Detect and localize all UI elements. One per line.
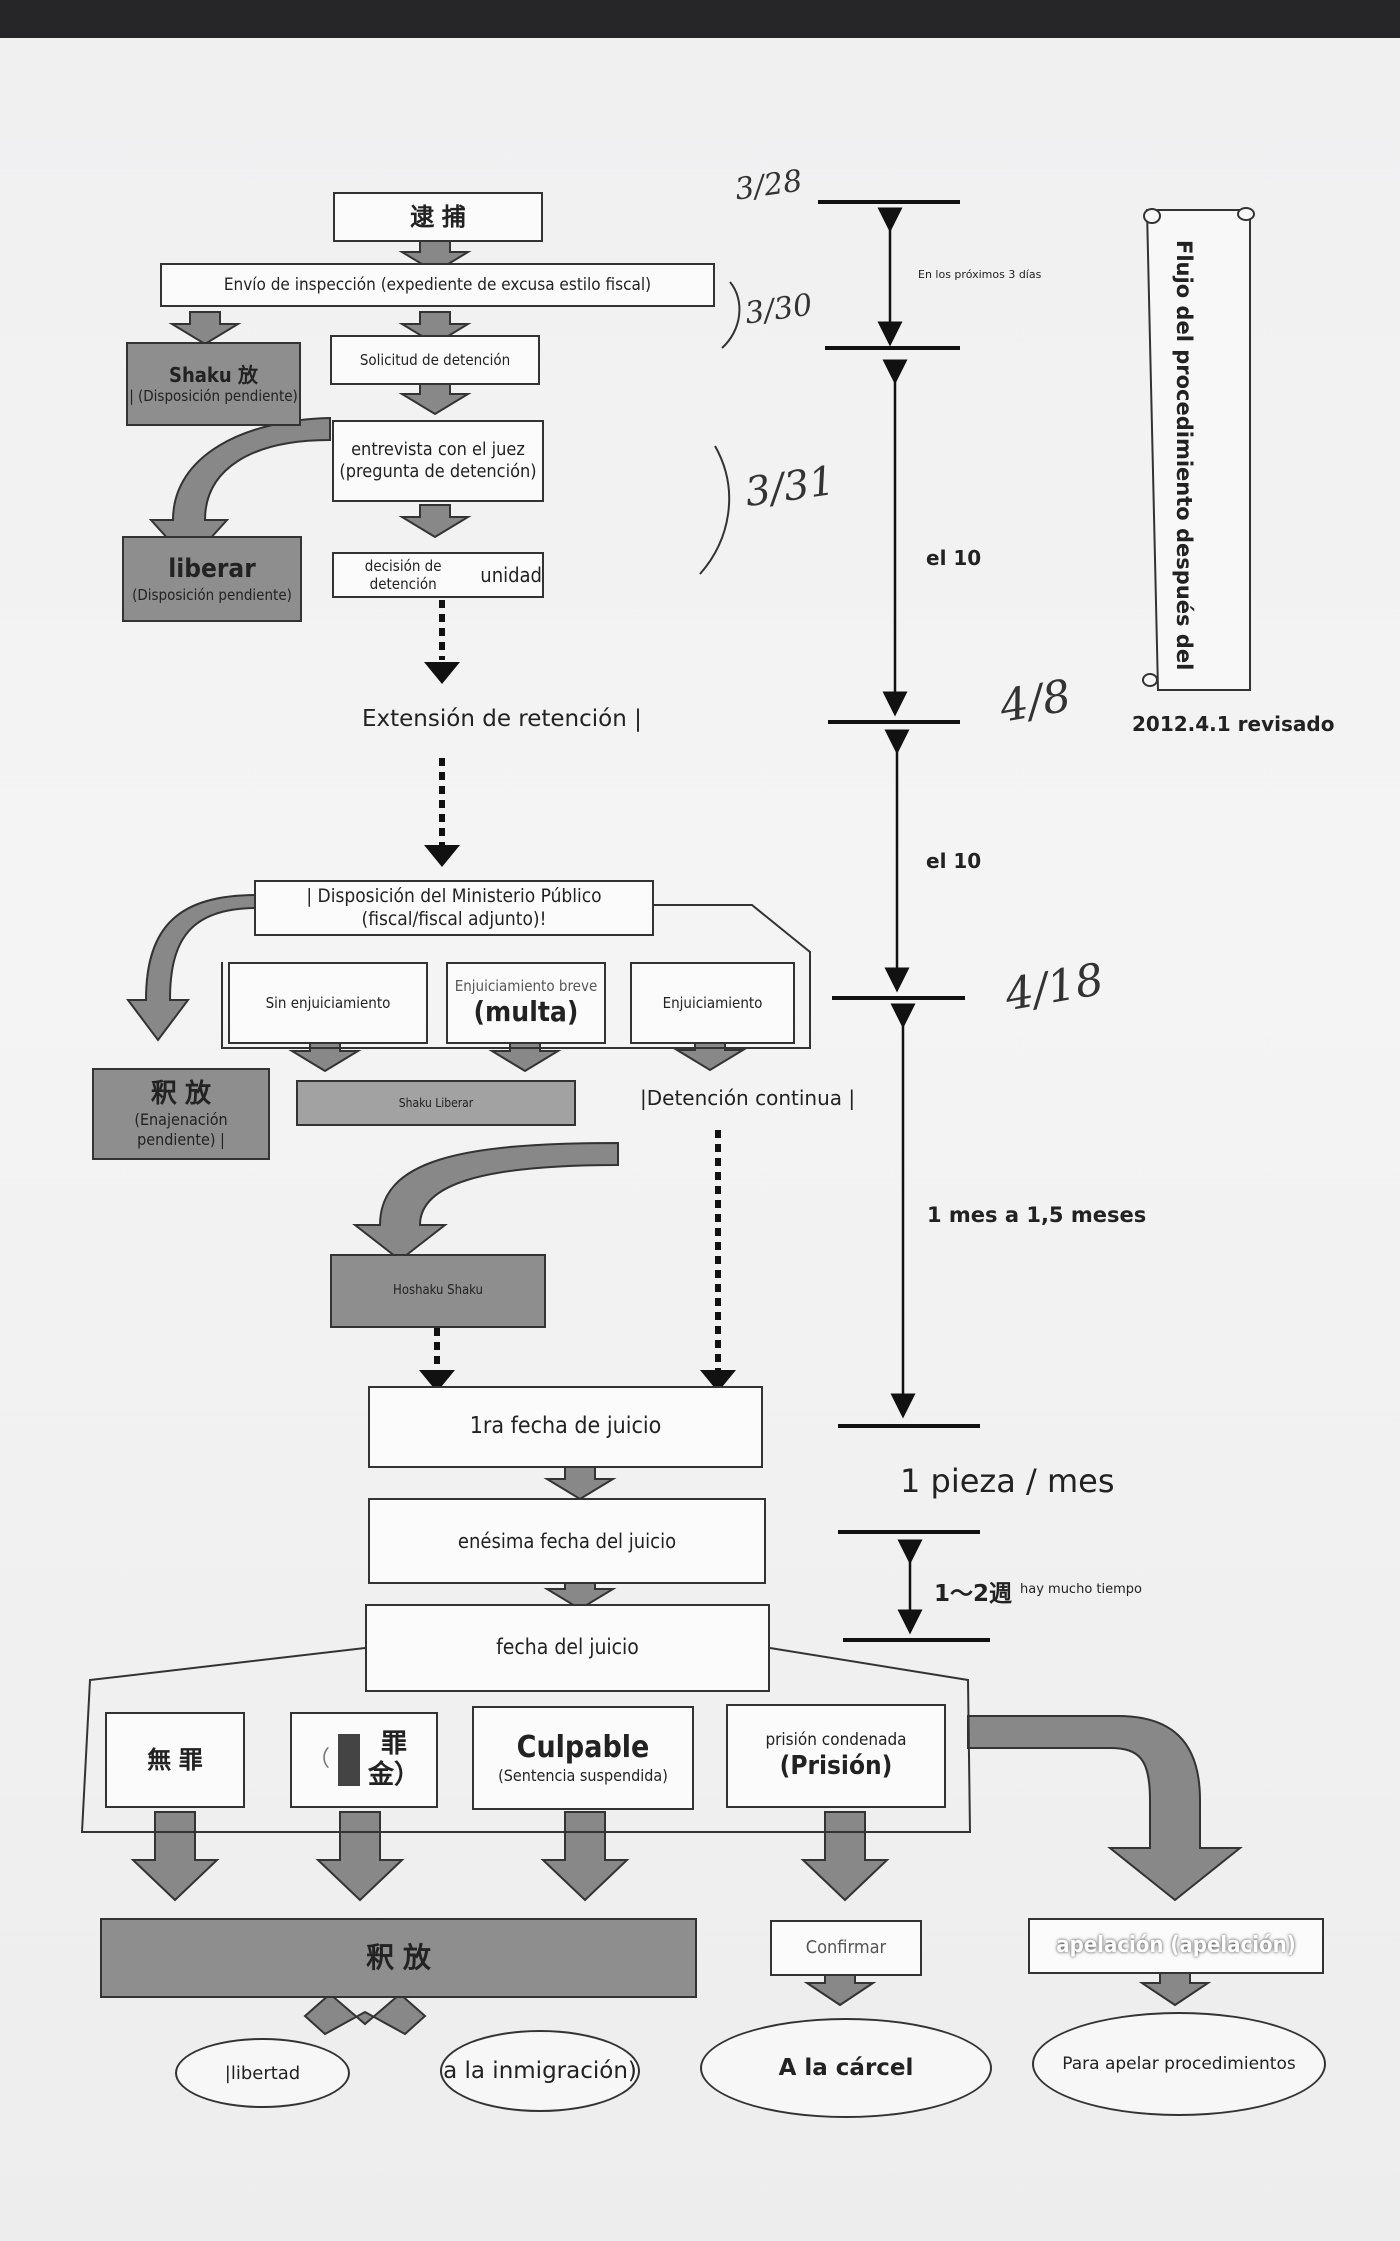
prison-line1: prisión condenada (765, 1730, 907, 1751)
release-bottom-box: 釈 放 (100, 1918, 697, 1998)
jail-ellipse: A la cárcel (700, 2018, 992, 2118)
continued-detention-label: |Detención continua | (640, 1086, 856, 1110)
scroll-title: Flujo del procedimiento después del arre… (1172, 240, 1196, 670)
fine-text: 罪 金） (368, 1729, 420, 1791)
prison-line2: (Prisión) (779, 1750, 893, 1781)
trial-first-box: 1ra fecha de juicio (368, 1386, 763, 1468)
extension-label: Extensión de retención | (362, 706, 642, 732)
detention-decision-label: decisión de detención (364, 557, 442, 593)
long-time-label: hay mucho tiempo (1020, 1582, 1142, 1597)
fine-mark (338, 1734, 360, 1786)
inspection-box: Envío de inspección (expediente de excus… (160, 263, 715, 307)
ten-days-b-label: el 10 (926, 849, 982, 873)
prosecutor-disposition-box: | Disposición del Ministerio Público (fi… (254, 880, 654, 936)
fine-b: 金） (368, 1760, 421, 1790)
release-mid-label: 釈 放 (150, 1079, 212, 1110)
release-box-mid-left: 釈 放 (Enajenación pendiente) | (92, 1068, 270, 1160)
prison-box: prisión condenada (Prisión) (726, 1704, 946, 1808)
within-3-days-label: En los próximos 3 días (918, 268, 1042, 281)
interview-line2: (pregunta de detención) (339, 461, 537, 482)
trial-date-box: fecha del juicio (365, 1604, 770, 1692)
shaku-liberar-box: Shaku Liberar (296, 1080, 576, 1126)
guilty-box: Culpable (Sentencia suspendida) (472, 1706, 694, 1810)
arrest-box: 逮 捕 (333, 192, 543, 242)
liberar-sub: (Disposición pendiente) (132, 585, 292, 604)
fine-box: （ 罪 金） (290, 1712, 438, 1808)
detention-decision-box: decisión de detención unidad (332, 552, 544, 598)
prosecution-box: Enjuiciamiento (630, 962, 795, 1044)
release-box-top-left: Shaku 放 | (Disposición pendiente) (126, 342, 301, 426)
interview-box: entrevista con el juez (pregunta de dete… (332, 420, 544, 502)
ten-days-a-label: el 10 (926, 546, 982, 570)
release-sub: | (Disposición pendiente) (129, 387, 298, 405)
confirm-box: Confirmar (770, 1920, 922, 1976)
one-month-label: 1 mes a 1,5 meses (927, 1203, 1147, 1227)
request-detention-box: Solicitud de detención (330, 335, 540, 385)
one-two-weeks-label: 1～2週 (934, 1581, 1013, 1607)
appeal-box: apelación (apelación) (1028, 1918, 1324, 1974)
guilty-sub: (Sentencia suspendida) (498, 1766, 668, 1786)
freedom-ellipse: |libertad (175, 2038, 350, 2108)
summary-prosecution-box: Enjuiciamiento breve (multa) (446, 962, 606, 1044)
not-guilty-box: 無 罪 (105, 1712, 245, 1808)
revised-date-label: 2012.4.1 revisado (1132, 712, 1335, 736)
trial-nth-box: enésima fecha del juicio (368, 1498, 766, 1584)
piece-month-label: 1 pieza / mes (900, 1462, 1115, 1500)
detention-unit-label: unidad (480, 563, 542, 587)
summary-line1: Enjuiciamiento breve (454, 977, 598, 996)
no-prosecution-box: Sin enjuiciamiento (228, 962, 428, 1044)
liberar-label: liberar (168, 554, 256, 585)
release-mid-sub: (Enajenación pendiente) | (134, 1110, 228, 1149)
top-bar (0, 0, 1400, 38)
summary-line2: (multa) (473, 995, 579, 1029)
liberar-box: liberar (Disposición pendiente) (122, 536, 302, 622)
bail-box: Hoshaku Shaku (330, 1254, 546, 1328)
fine-a: 罪 (381, 1728, 408, 1759)
fine-paren: （ (307, 1746, 330, 1772)
interview-line1: entrevista con el juez (351, 439, 525, 461)
appeal-proc-ellipse: Para apelar procedimientos (1032, 2012, 1326, 2116)
release-label: Shaku 放 (169, 363, 258, 387)
immigration-ellipse: a la inmigración) (440, 2030, 640, 2112)
guilty-label: Culpable (516, 1730, 650, 1766)
